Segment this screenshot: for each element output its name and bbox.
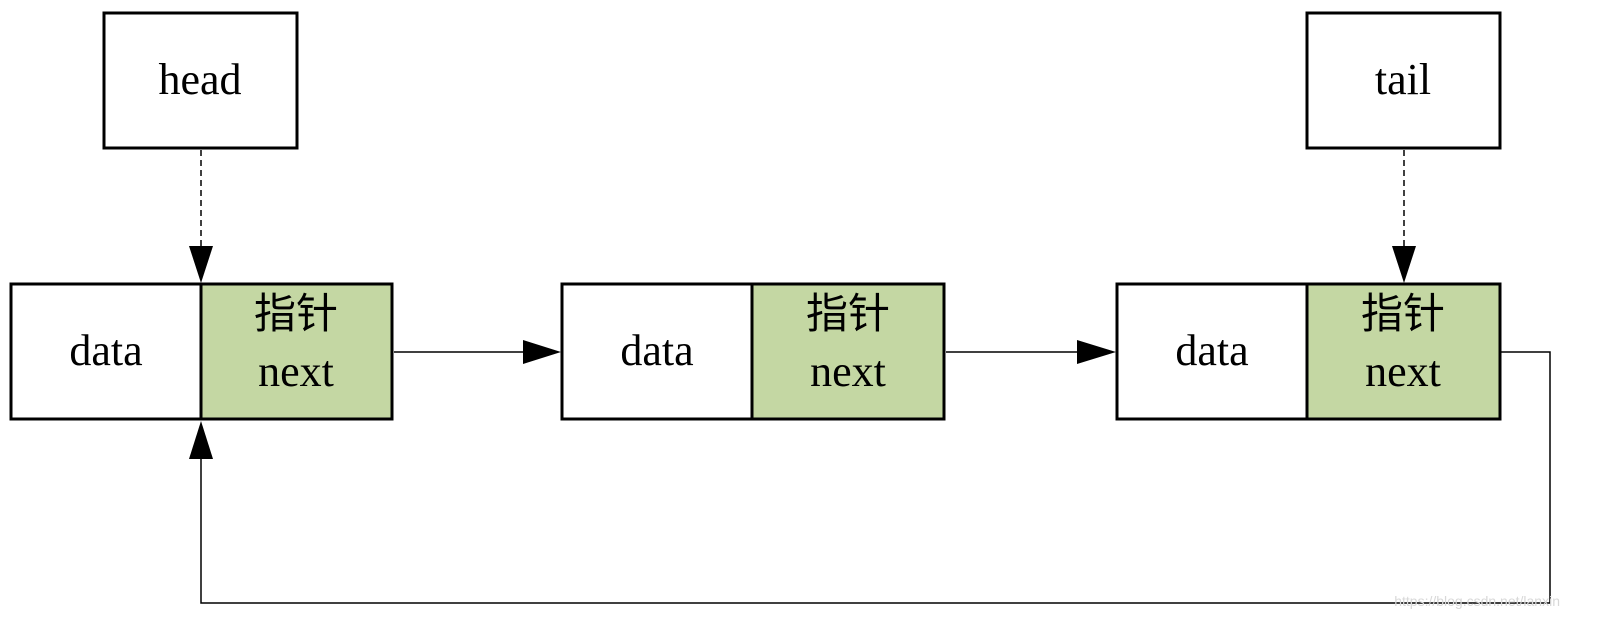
head-pointer-arrow: [189, 150, 213, 283]
watermark-text: https://blog.csdn.net/lanxin: [1394, 593, 1560, 609]
node-1-pointer-label-en: next: [258, 347, 334, 396]
node-2-data-label: data: [620, 326, 693, 375]
node-1-data-label: data: [69, 326, 142, 375]
node-2-pointer-cell: [750, 282, 946, 421]
node-1-data-cell: [9, 282, 203, 421]
node-3-pointer-label-cn: 指针: [1361, 289, 1445, 338]
node-3-pointer-label-en: next: [1365, 347, 1441, 396]
tail-pointer-arrow: [1392, 150, 1416, 283]
node-2-pointer-label-en: next: [810, 347, 886, 396]
node-2-pointer-label-cn: 指针: [806, 289, 890, 338]
tail-label: tail: [1375, 55, 1431, 104]
node-3-data-label: data: [1175, 326, 1248, 375]
next-arrow-2-to-3: [946, 340, 1116, 364]
circular-return-arrow: [189, 351, 1551, 604]
node-1-pointer-label-cn: 指针: [254, 289, 338, 338]
head-label: head: [158, 55, 241, 104]
node-1-pointer-cell: [199, 282, 394, 421]
list-node-1: data 指针 next: [9, 282, 394, 421]
list-node-3: data 指针 next: [1115, 282, 1502, 421]
next-arrow-1-to-2: [394, 340, 561, 364]
head-box: head: [102, 11, 299, 150]
node-3-pointer-cell: [1305, 282, 1502, 421]
list-node-2: data 指针 next: [560, 282, 946, 421]
tail-box: tail: [1305, 11, 1502, 150]
